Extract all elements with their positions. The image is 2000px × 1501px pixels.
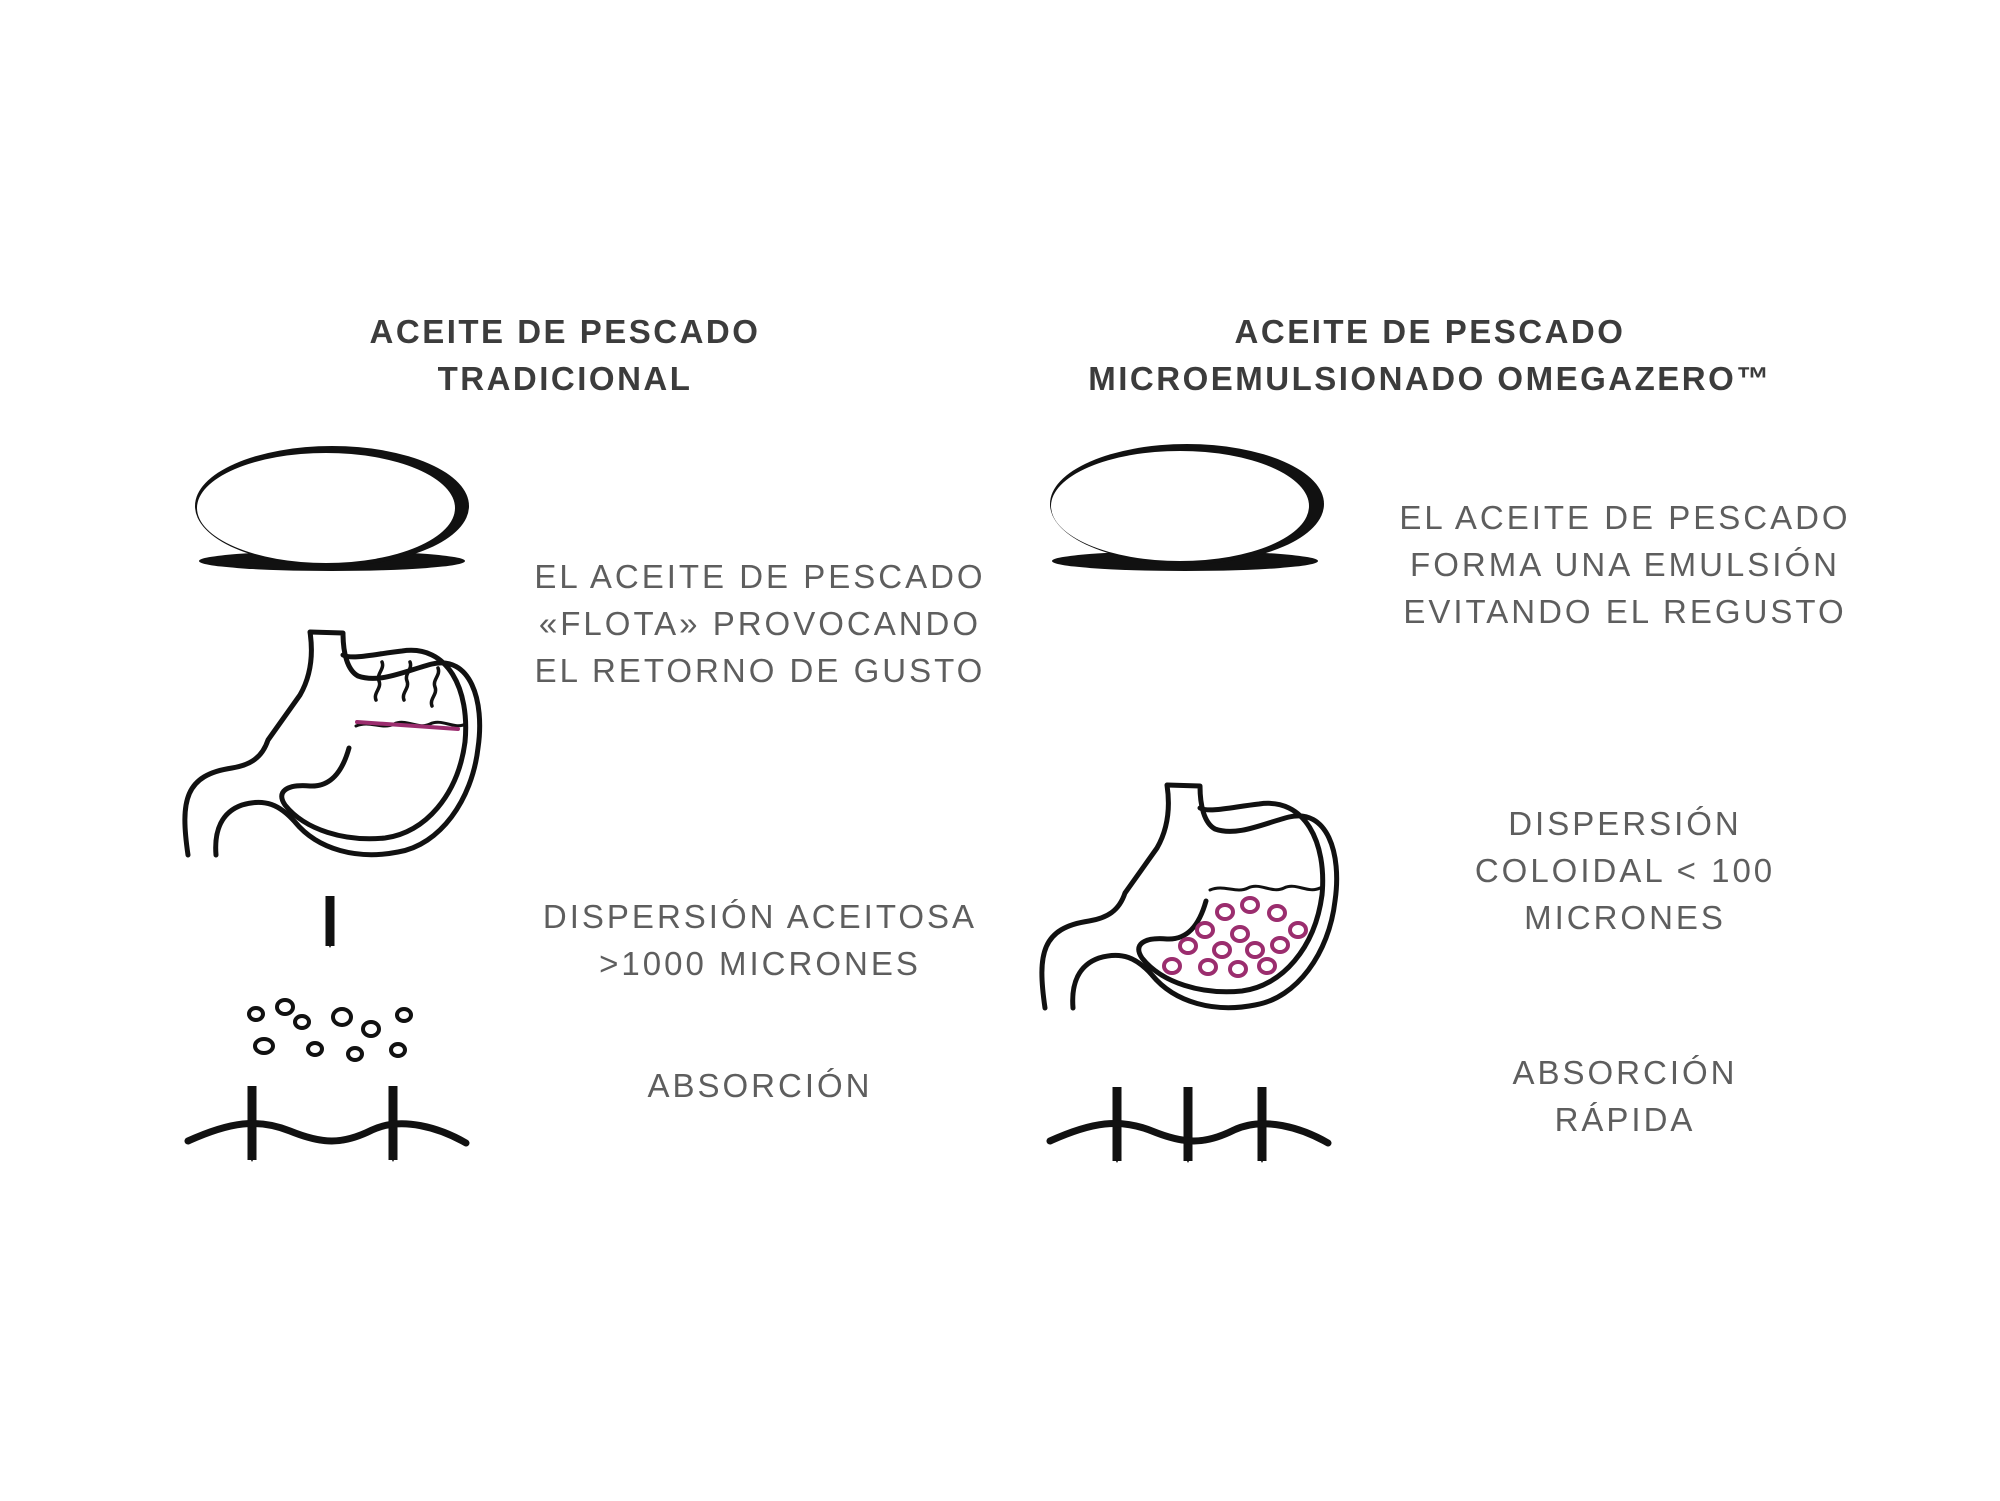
right-absorption-line-1: ABSORCIÓN [1512,1054,1738,1091]
right-stomach-icon [1039,782,1340,1011]
left-dispersion-text: DISPERSIÓN ACEITOSA >1000 MICRONES [515,893,1005,987]
right-dispersion-line-3: MICRONES [1524,899,1726,936]
right-column-title: ACEITE DE PESCADO MICROEMULSIONADO OMEGA… [1050,308,1810,402]
left-dispersion-line-1: DISPERSIÓN ACEITOSA [542,898,978,935]
right-dispersion-line-2: COLOIDAL < 100 [1474,852,1776,889]
left-membrane-wave-icon [184,1086,470,1162]
right-dispersion-text: DISPERSIÓN COLOIDAL < 100 MICRONES [1380,800,1870,941]
right-dispersion-line-1: DISPERSIÓN [1508,805,1742,842]
left-capsule-icon [195,446,469,571]
left-title-line-2: TRADICIONAL [437,360,693,397]
right-absorption-line-2: RÁPIDA [1554,1101,1696,1138]
right-title-line-1: ACEITE DE PESCADO [1234,313,1626,350]
left-absorption-text: ABSORCIÓN [515,1062,1005,1109]
left-droplets-icon [247,998,413,1062]
left-floats-line-3: EL RETORNO DE GUSTO [534,652,986,689]
right-emulsion-line-1: EL ACEITE DE PESCADO [1399,499,1851,536]
left-title-line-1: ACEITE DE PESCADO [369,313,761,350]
left-floats-line-2: «FLOTA» PROVOCANDO [538,605,982,642]
right-title-line-2: MICROEMULSIONADO OMEGAZERO™ [1088,360,1772,397]
left-absorption-line-1: ABSORCIÓN [647,1067,873,1104]
left-floats-line-1: EL ACEITE DE PESCADO [534,558,986,595]
right-emulsion-line-2: FORMA UNA EMULSIÓN [1410,546,1840,583]
left-dispersion-line-2: >1000 MICRONES [599,945,921,982]
right-membrane-wave-icon [1046,1087,1332,1163]
left-column-title: ACEITE DE PESCADO TRADICIONAL [300,308,830,402]
right-absorption-text: ABSORCIÓN RÁPIDA [1380,1049,1870,1143]
right-droplets-icon [1162,896,1308,978]
left-stomach-icon [182,629,483,858]
left-floats-text: EL ACEITE DE PESCADO «FLOTA» PROVOCANDO … [515,553,1005,694]
right-emulsion-line-3: EVITANDO EL REGUSTO [1403,593,1847,630]
right-emulsion-text: EL ACEITE DE PESCADO FORMA UNA EMULSIÓN … [1380,494,1870,635]
right-capsule-icon [1050,444,1324,571]
